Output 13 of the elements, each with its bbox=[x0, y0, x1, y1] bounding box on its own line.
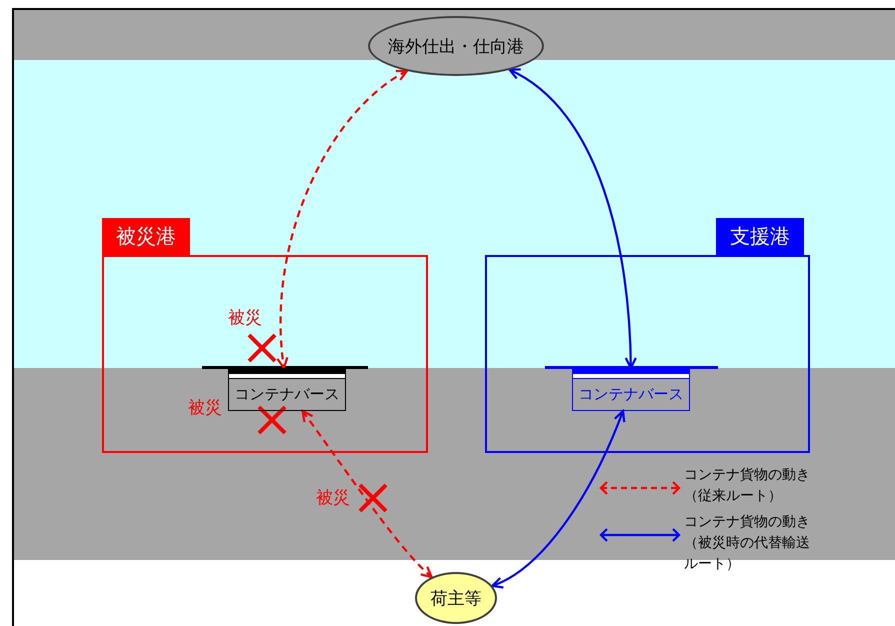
legend-text: コンテナ貨物の動き（従来ルート） bbox=[684, 466, 811, 506]
port-ellipse: 荷主等 bbox=[415, 572, 497, 624]
damage-label: 被災 bbox=[316, 487, 350, 509]
legend-text: コンテナ貨物の動き（被災時の代替輸送ルート） bbox=[684, 513, 811, 574]
damage-label: 被災 bbox=[188, 397, 222, 419]
port-name-tag: 被災港 bbox=[102, 218, 190, 255]
container-berth: コンテナバース bbox=[228, 368, 346, 411]
damage-label: 被災 bbox=[228, 307, 262, 329]
container-berth: コンテナバース bbox=[572, 368, 690, 411]
route-arrow bbox=[302, 410, 433, 578]
route-arrow bbox=[276, 70, 408, 370]
port-name-tag: 支援港 bbox=[716, 218, 804, 255]
route-arrow bbox=[491, 410, 626, 588]
